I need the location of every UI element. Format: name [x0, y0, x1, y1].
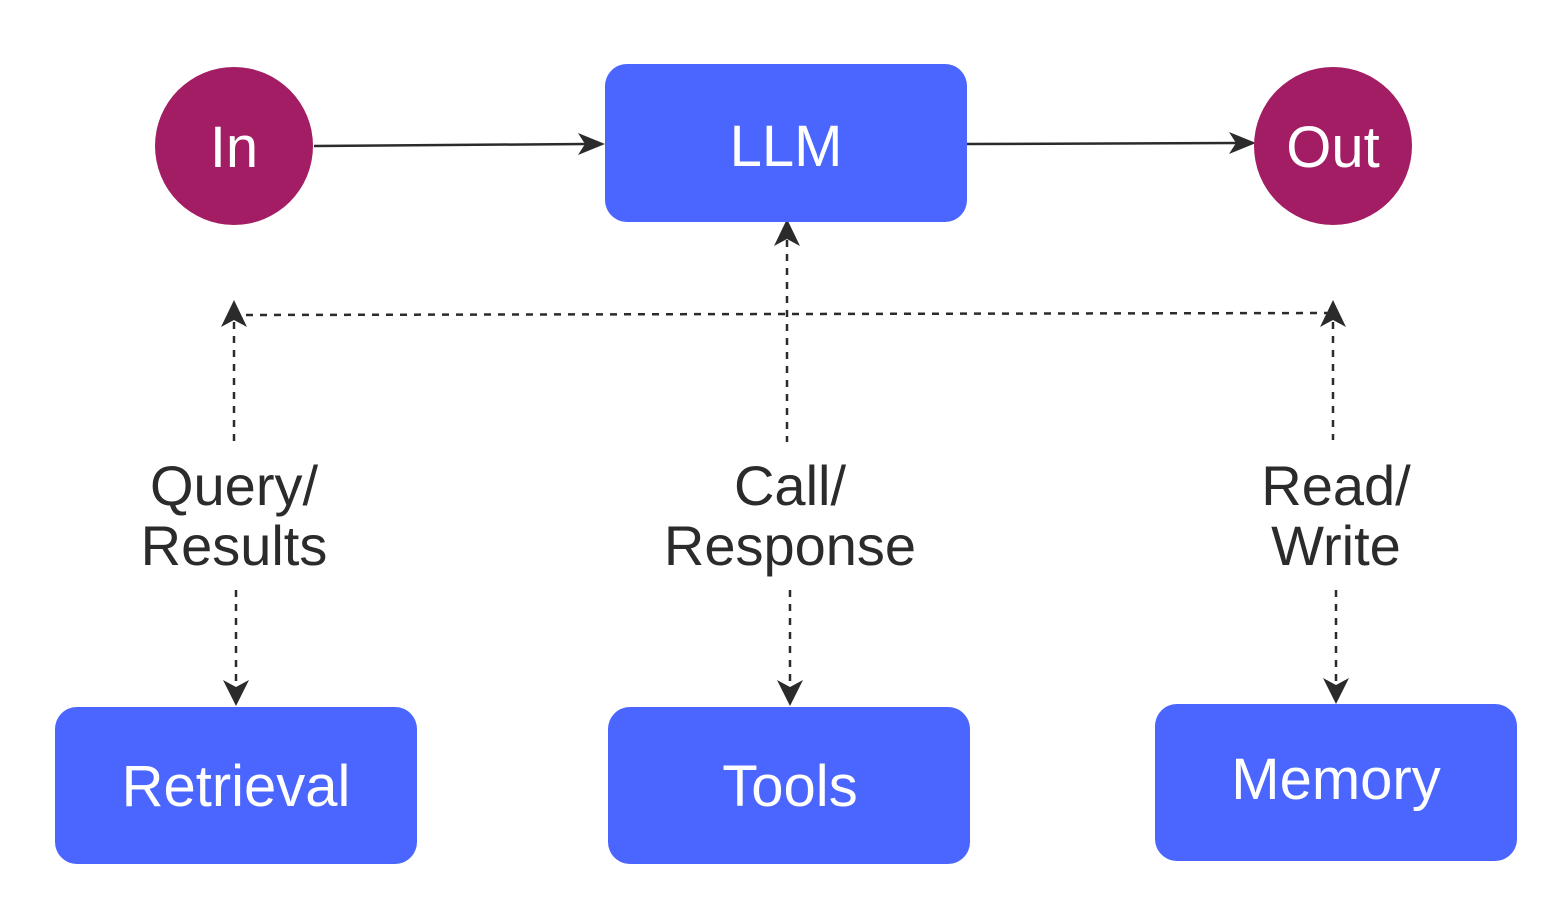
edge-label-memory-line1: Read/: [1261, 454, 1411, 517]
node-retrieval-label: Retrieval: [122, 754, 351, 819]
edge-llm-to-out: [966, 132, 1256, 154]
edge-retrieval: [221, 300, 249, 706]
edge-label-retrieval: Query/ Results: [141, 454, 328, 577]
edge-tools: [774, 219, 803, 706]
edge-label-memory-line2: Write: [1271, 514, 1401, 577]
edge-label-tools-line2: Response: [664, 514, 916, 577]
node-tools-label: Tools: [722, 754, 857, 819]
node-memory-label: Memory: [1231, 747, 1440, 812]
node-out-label: Out: [1286, 115, 1380, 180]
node-in-label: In: [210, 115, 258, 180]
node-out: Out: [1254, 67, 1412, 225]
node-llm: LLM: [605, 64, 967, 222]
node-in: In: [155, 67, 313, 225]
edge-label-retrieval-line1: Query/: [150, 454, 318, 517]
node-llm-label: LLM: [730, 114, 843, 179]
node-retrieval: Retrieval: [55, 707, 417, 864]
node-memory: Memory: [1155, 704, 1517, 861]
node-tools: Tools: [608, 707, 970, 864]
edge-label-memory: Read/ Write: [1261, 454, 1411, 577]
edge-label-tools: Call/ Response: [664, 454, 916, 577]
edge-memory: [1320, 300, 1349, 704]
edge-in-to-llm: [313, 133, 605, 155]
edge-label-retrieval-line2: Results: [141, 514, 328, 577]
edge-label-tools-line1: Call/: [734, 454, 846, 517]
